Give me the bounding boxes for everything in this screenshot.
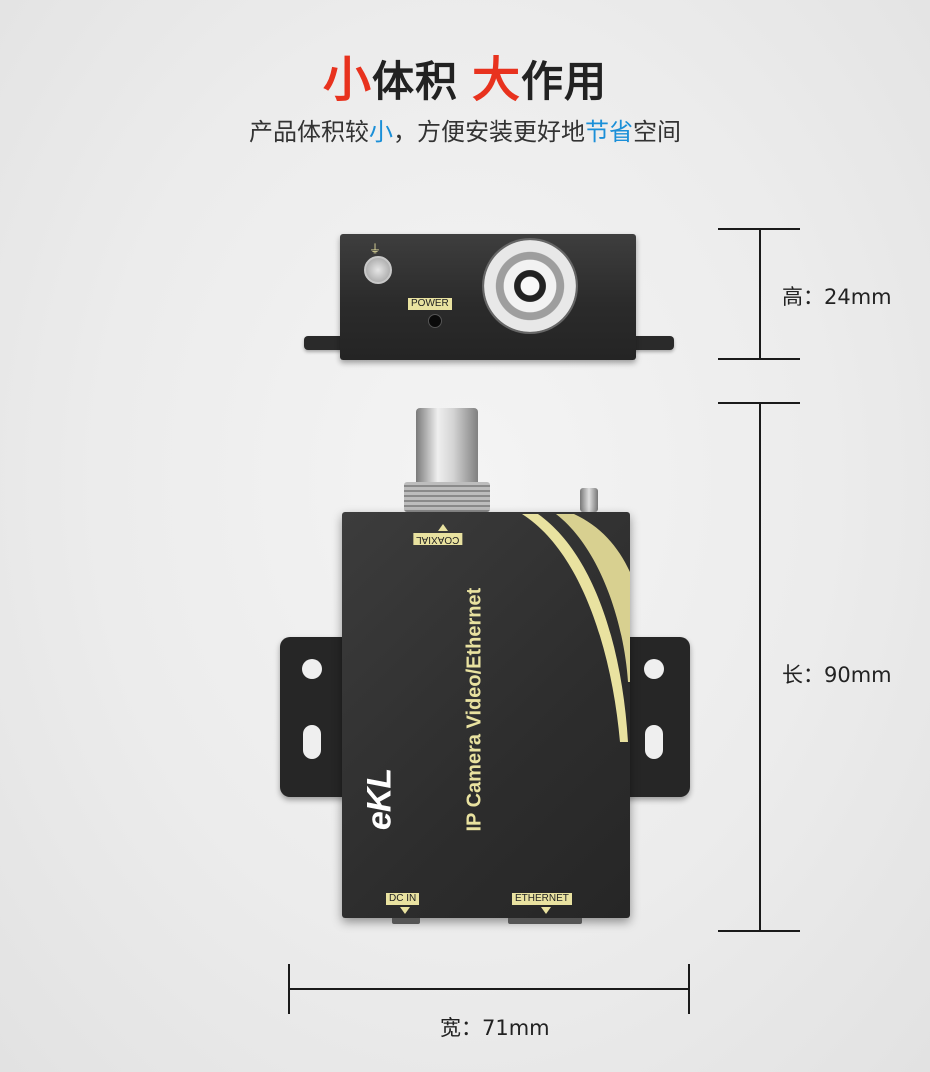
length-label: 长：90mm [782, 663, 892, 687]
ground-screw [364, 256, 392, 284]
bnc-connector-collar [404, 482, 490, 512]
bnc-connector-front [484, 240, 576, 332]
subtitle-part-3: 空间 [633, 118, 681, 146]
coaxial-arrow-icon [438, 524, 448, 531]
dc-in-label: DC IN [386, 893, 420, 905]
mount-hole [302, 659, 322, 679]
height-dim-vertical [759, 228, 761, 360]
length-dim-vertical [759, 402, 761, 932]
headline-accent-small: 小 [322, 52, 372, 108]
ground-screw-side [580, 488, 598, 512]
height-label: 高：24mm [782, 285, 892, 309]
power-port [428, 314, 442, 328]
mount-flange-right [622, 637, 690, 797]
ground-icon: ⏚ [369, 242, 382, 256]
product-name: IP Camera Video/Ethernet [463, 587, 486, 832]
width-label: 宽：71mm [440, 1016, 550, 1040]
headline-part-volume: 体积 [371, 57, 458, 106]
swoosh-decoration [522, 514, 630, 742]
width-dim-horizontal [288, 988, 690, 990]
mount-keyhole-slot [645, 725, 663, 759]
front-mount-flange-right [632, 336, 674, 350]
brand-logo: eKL [360, 768, 399, 831]
subtitle-blue-1: 小 [369, 118, 393, 146]
subtitle-blue-2: 节省 [585, 118, 633, 146]
headline-accent-big: 大 [472, 52, 522, 108]
subtitle-part-1: 产品体积较 [249, 118, 369, 146]
headline: 小体积大作用 [0, 40, 930, 110]
headline-part-effect: 作用 [521, 57, 608, 106]
coaxial-label: COAXIAL [413, 533, 463, 545]
subtitle: 产品体积较小，方便安装更好地节省空间 [0, 112, 930, 147]
front-mount-flange-left [304, 336, 344, 350]
mount-flange-left [280, 637, 348, 797]
ethernet-label: ETHERNET [512, 893, 572, 905]
device-top-view [342, 512, 630, 918]
mount-keyhole-slot [303, 725, 321, 759]
dc-in-port [392, 918, 420, 924]
ethernet-port [508, 918, 582, 924]
power-label: POWER [408, 298, 452, 310]
ethernet-arrow-icon [541, 907, 551, 914]
dc-in-arrow-icon [400, 907, 410, 914]
bnc-connector-barrel [416, 408, 478, 488]
subtitle-part-2: ，方便安装更好地 [393, 118, 585, 146]
mount-hole [644, 659, 664, 679]
